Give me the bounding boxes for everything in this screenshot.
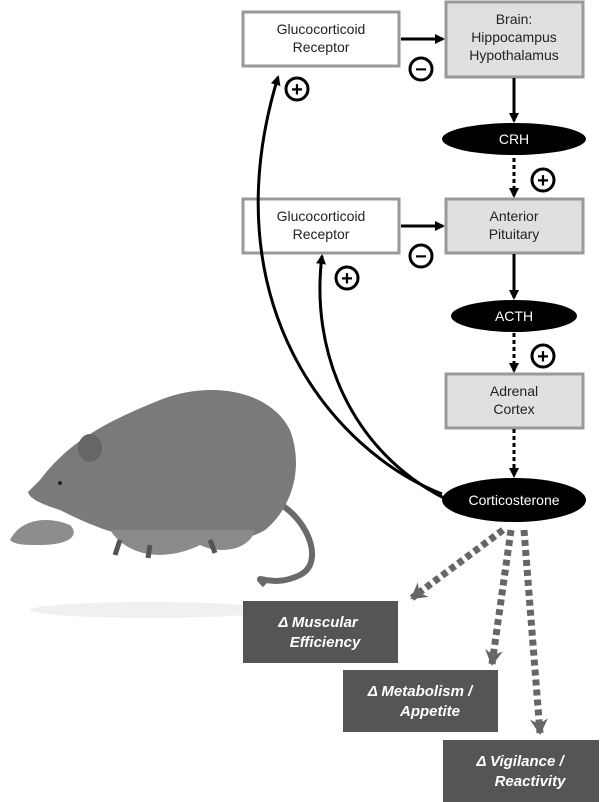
svg-text:+: + xyxy=(537,170,549,192)
plus-icon: + xyxy=(530,167,556,193)
svg-text:Δ Metabolism /: Δ Metabolism / xyxy=(367,683,474,700)
gr-top-label-2: Receptor xyxy=(293,39,350,55)
svg-text:Δ Vigilance /: Δ Vigilance / xyxy=(475,753,565,770)
gr-mid-label-1: Glucocorticoid xyxy=(277,208,366,224)
brain-label-2: Hippocampus xyxy=(471,29,557,45)
brain-label-1: Brain: xyxy=(496,11,533,27)
arrow-to-muscular xyxy=(409,527,506,601)
plus-icon: + xyxy=(284,76,310,102)
svg-text:Appetite: Appetite xyxy=(399,703,460,720)
arrows xyxy=(256,34,519,500)
effect-arrows xyxy=(409,527,548,735)
pituitary-box: Anterior Pituitary xyxy=(444,197,585,255)
svg-text:+: + xyxy=(341,268,353,290)
crh-label: CRH xyxy=(499,131,529,147)
svg-text:+: + xyxy=(291,79,303,101)
plus-icon: + xyxy=(334,265,360,291)
minus-icon: − xyxy=(408,243,434,269)
svg-text:Reactivity: Reactivity xyxy=(495,773,567,790)
gr-top-box: Glucocorticoid Receptor xyxy=(241,10,401,68)
arrow-to-metabolism xyxy=(485,529,515,666)
adrenal-box: Adrenal Cortex xyxy=(444,372,585,430)
corticosterone-ellipse: Corticosterone xyxy=(442,478,586,522)
svg-text:Efficiency: Efficiency xyxy=(290,634,361,651)
effect-vigilance: Δ Vigilance / Reactivity xyxy=(443,740,599,802)
acth-ellipse: ACTH xyxy=(451,300,577,332)
svg-text:−: − xyxy=(415,246,427,268)
arrow-to-vigilance xyxy=(520,529,548,735)
pituitary-label-2: Pituitary xyxy=(489,226,540,242)
minus-icon: − xyxy=(408,56,434,82)
gr-mid-label-2: Receptor xyxy=(293,226,350,242)
corticosterone-label: Corticosterone xyxy=(468,492,559,508)
crh-ellipse: CRH xyxy=(442,123,586,155)
svg-text:−: − xyxy=(415,59,427,81)
plus-icon: + xyxy=(530,343,556,369)
effect-muscular: Δ Muscular Efficiency xyxy=(243,601,398,663)
svg-text:Δ Muscular: Δ Muscular xyxy=(277,614,359,631)
adrenal-label-2: Cortex xyxy=(493,401,534,417)
gr-top-label-1: Glucocorticoid xyxy=(277,21,366,37)
brain-box: Brain: Hippocampus Hypothalamus xyxy=(444,0,585,79)
acth-label: ACTH xyxy=(495,308,533,324)
gr-mid-box: Glucocorticoid Receptor xyxy=(241,197,401,255)
adrenal-label-1: Adrenal xyxy=(490,383,538,399)
feedback-arrow-top xyxy=(256,75,443,496)
rat-illustration xyxy=(10,390,315,618)
brain-label-3: Hypothalamus xyxy=(469,47,559,63)
svg-text:+: + xyxy=(537,346,549,368)
signs: − + + − + + xyxy=(284,56,556,369)
feedback-arrow-mid xyxy=(316,254,445,500)
effect-metabolism: Δ Metabolism / Appetite xyxy=(343,670,498,732)
pituitary-label-1: Anterior xyxy=(489,208,538,224)
